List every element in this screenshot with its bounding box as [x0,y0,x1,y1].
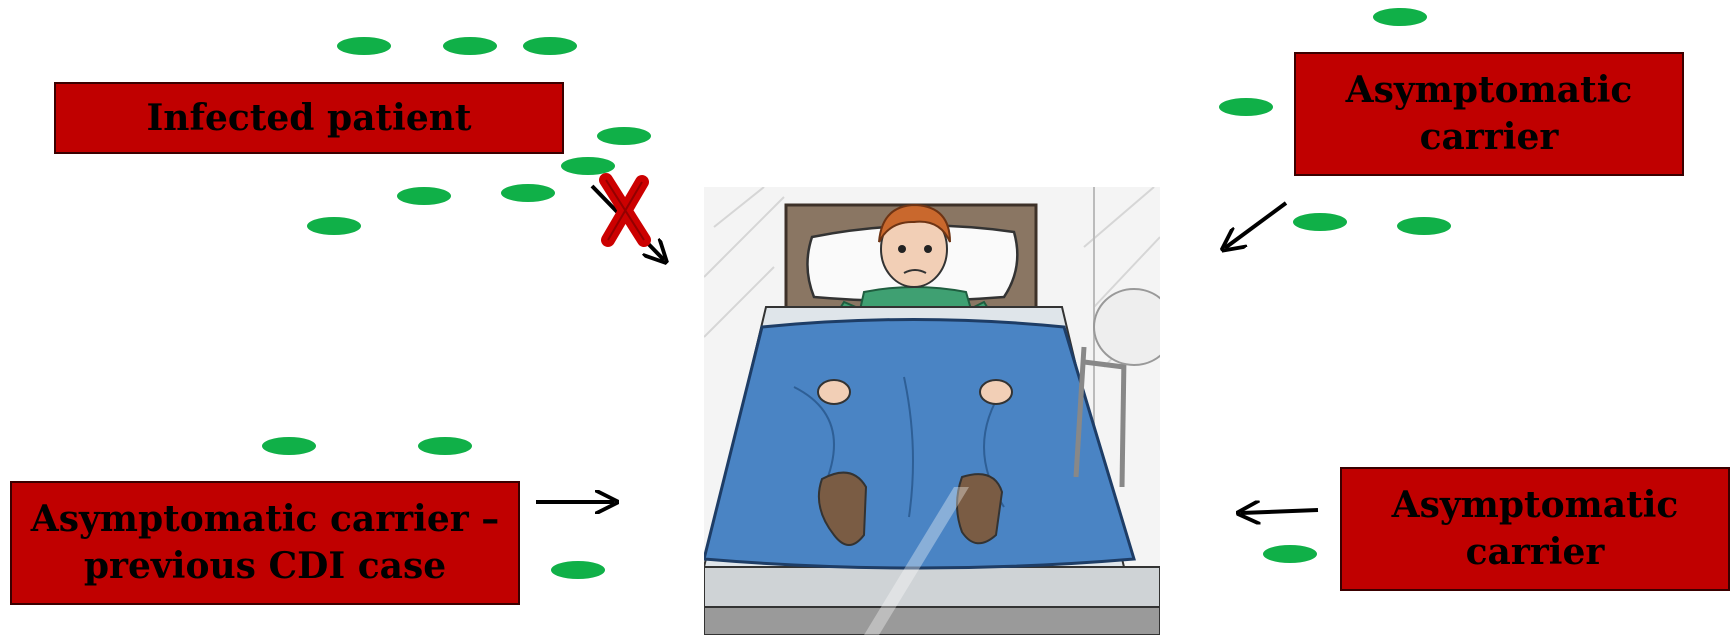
transmission-arrow-bottom-right [1241,510,1318,513]
patient-in-bed-icon [704,187,1160,635]
blocked-x-icon [606,180,644,240]
transmission-arrow-top-right [1225,203,1286,248]
